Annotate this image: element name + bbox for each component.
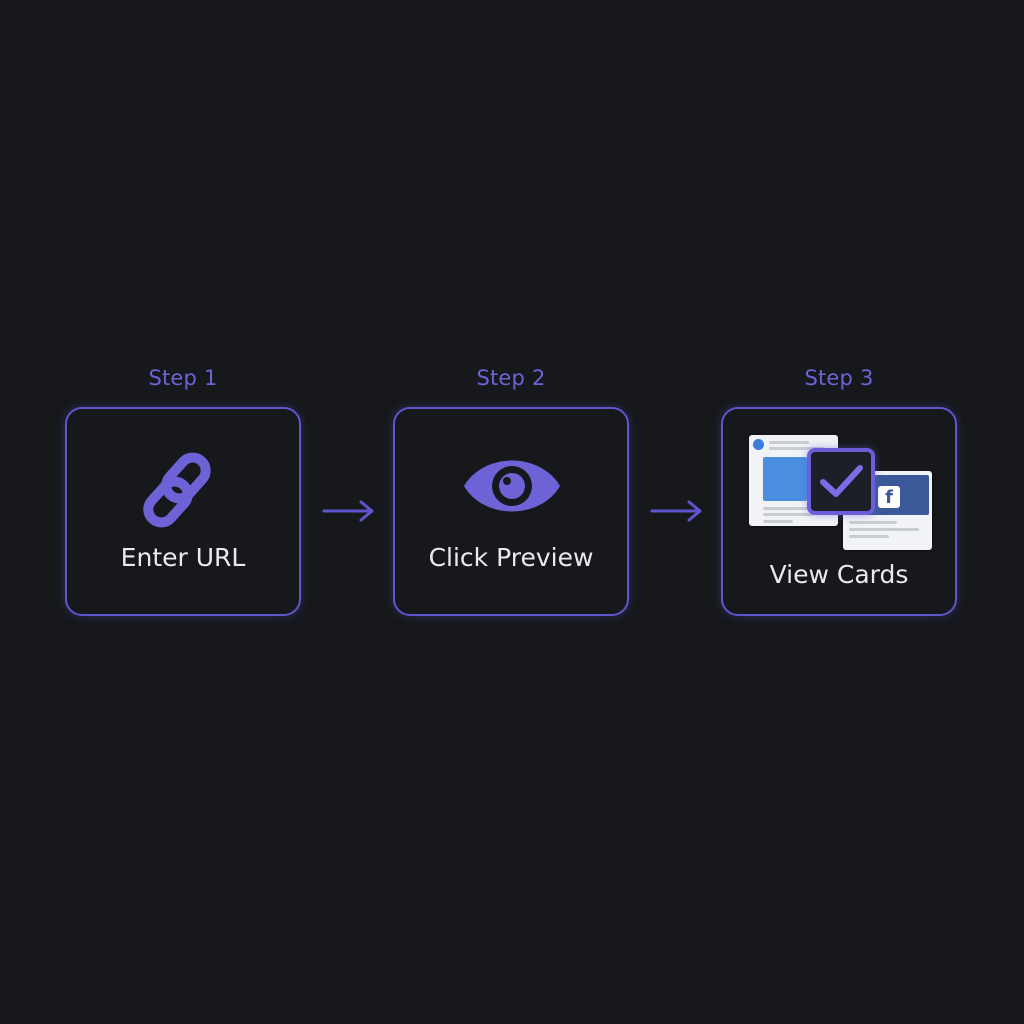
step-1-label: Step 1 xyxy=(148,366,218,390)
check-icon xyxy=(820,465,863,497)
link-icon xyxy=(143,452,211,528)
step-2-caption: Click Preview xyxy=(428,543,594,572)
step-2-label: Step 2 xyxy=(476,366,546,390)
checkbox-icon xyxy=(807,448,875,515)
step-3-caption: View Cards xyxy=(769,560,909,589)
arrow-right-icon xyxy=(322,500,374,522)
eye-icon xyxy=(464,460,560,512)
step-2-card: Click Preview xyxy=(393,407,629,616)
step-3-label: Step 3 xyxy=(804,366,874,390)
facebook-icon: f xyxy=(878,486,900,508)
arrow-right-icon xyxy=(650,500,702,522)
social-cards-icon: f xyxy=(723,409,959,559)
step-1-caption: Enter URL xyxy=(120,543,246,572)
bird-icon xyxy=(753,439,764,450)
image-icon xyxy=(763,457,807,501)
step-1-card: Enter URL xyxy=(65,407,301,616)
step-3-card: f View Cards xyxy=(721,407,957,616)
